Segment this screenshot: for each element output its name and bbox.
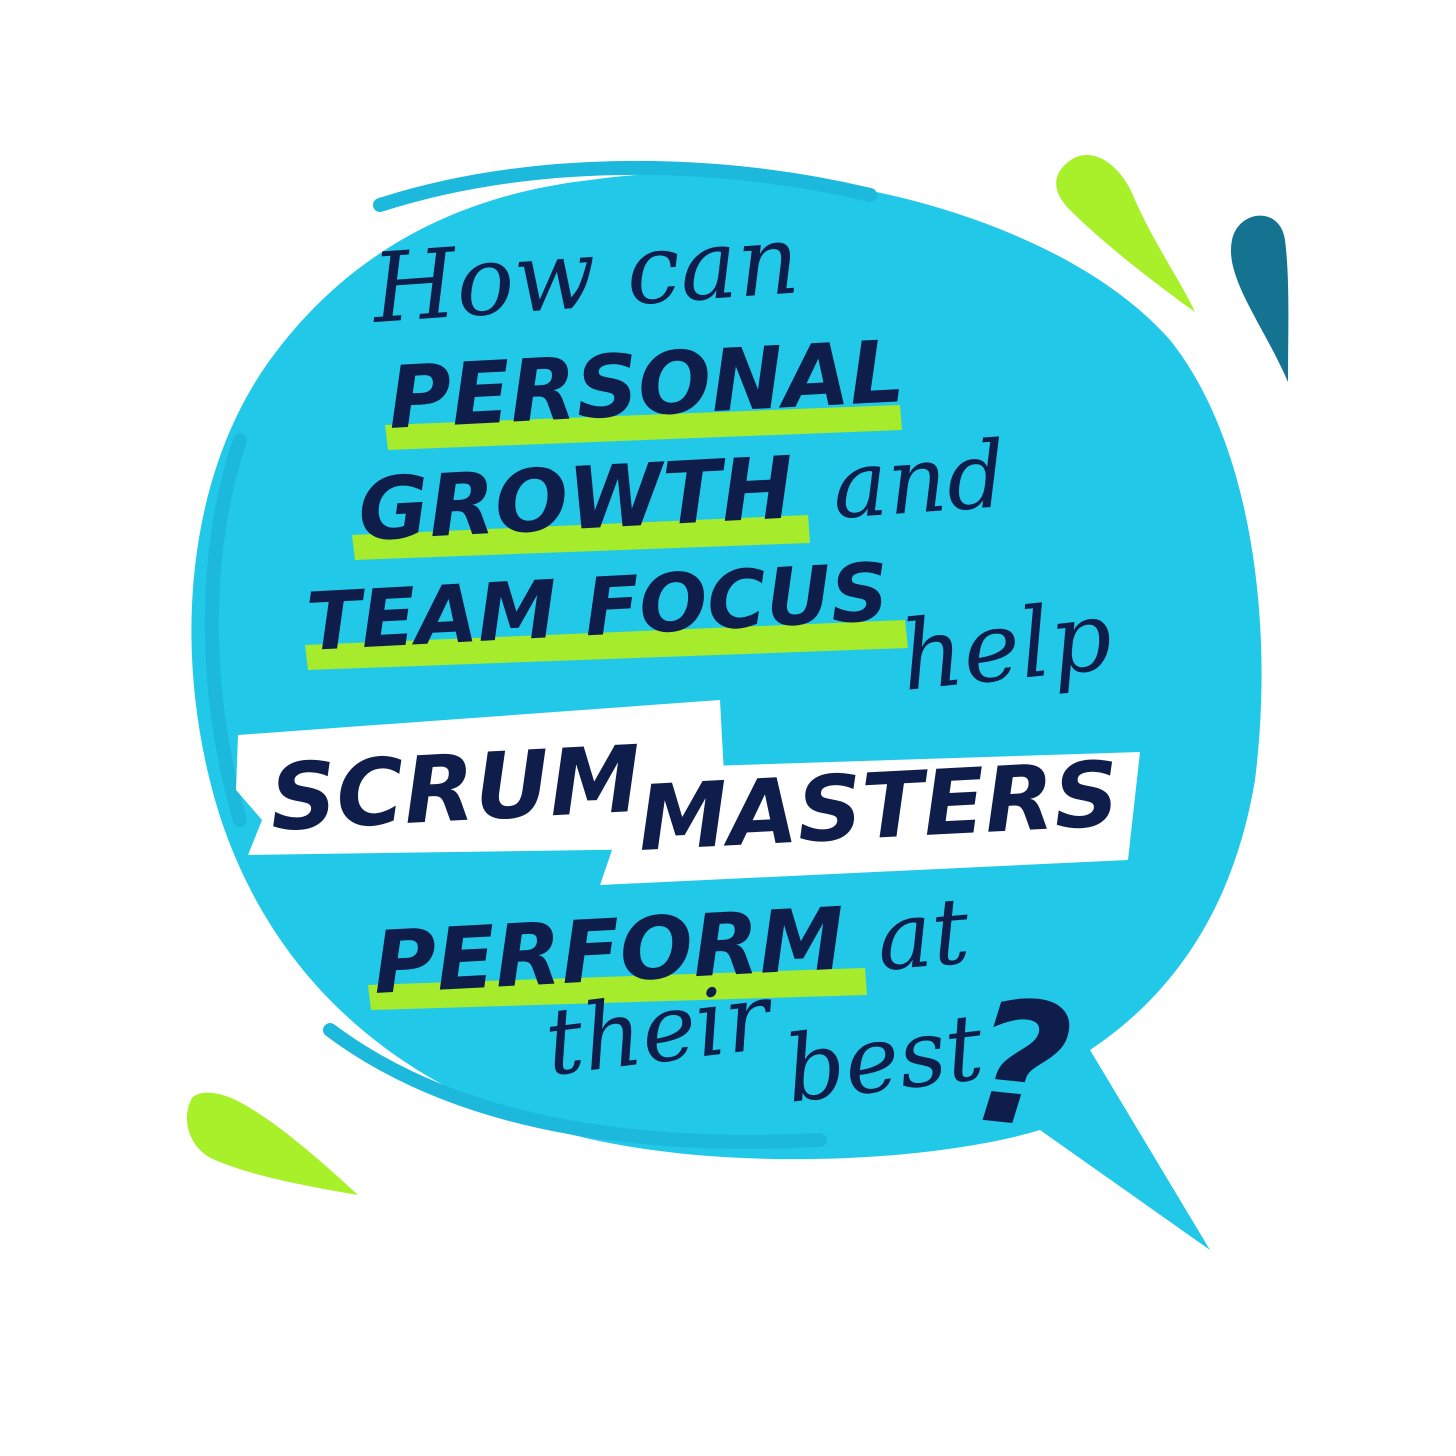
text-scrum: SCRUM — [268, 726, 644, 852]
white-band — [236, 700, 1140, 885]
text-masters: MASTERS — [636, 742, 1122, 872]
highlight-personal — [385, 405, 902, 450]
drop-teal-top — [1230, 215, 1289, 382]
text-at: at — [873, 877, 975, 992]
drop-green-bottom-left — [186, 1092, 358, 1195]
highlight-perform — [368, 968, 867, 1010]
drop-green-top — [1056, 154, 1195, 312]
white-band-right — [585, 752, 1140, 885]
text-perform: PERFORM — [371, 889, 847, 1014]
headline: How can PERSONAL GROWTH and TEAM FOCUS h… — [268, 203, 1122, 1169]
brush-stroke-bottom — [323, 1023, 827, 1149]
text-and: and — [829, 421, 1009, 540]
text-help: help — [896, 579, 1117, 712]
text-best: best — [780, 993, 990, 1123]
highlights — [305, 405, 908, 1010]
highlight-growth — [352, 515, 810, 560]
speech-bubble — [191, 160, 1262, 1250]
text-question-mark: ? — [961, 962, 1080, 1169]
brush-stroke-left — [204, 433, 247, 827]
text-growth: GROWTH — [356, 438, 796, 561]
highlight-team-focus — [305, 620, 908, 670]
brush-stroke-top — [373, 160, 877, 212]
